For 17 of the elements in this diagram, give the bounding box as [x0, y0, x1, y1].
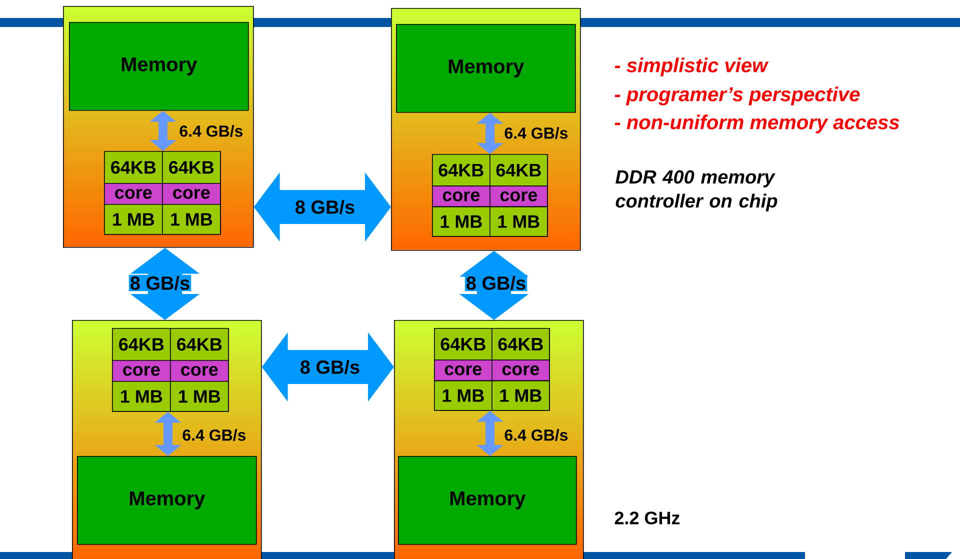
edge-label: 8 GB/s [128, 274, 192, 292]
bullet-note: - programer’s perspective [614, 86, 860, 106]
bullet-note: - non-uniform memory access [614, 114, 900, 134]
bullet-note: - simplistic view [614, 58, 769, 76]
note-text: DDR 400 memory controller on chip [616, 170, 778, 212]
edge-label: 6.4 GB/s [504, 127, 568, 139]
edge-label: 6.4 GB/s [504, 429, 568, 441]
edge-label: 8 GB/s [298, 358, 362, 376]
edge-label: 8 GB/s [464, 274, 528, 292]
memory-box: Memory [69, 22, 249, 111]
memory-box: Memory [396, 24, 576, 113]
edge-label: 6.4 GB/s [180, 125, 243, 137]
clock-label: 2.2 GHz [614, 512, 680, 524]
edge-label: 6.4 GB/s [182, 429, 246, 441]
memory-box: Memory [77, 456, 257, 545]
edge-label: 8 GB/s [294, 198, 356, 216]
memory-box: Memory [398, 456, 577, 545]
